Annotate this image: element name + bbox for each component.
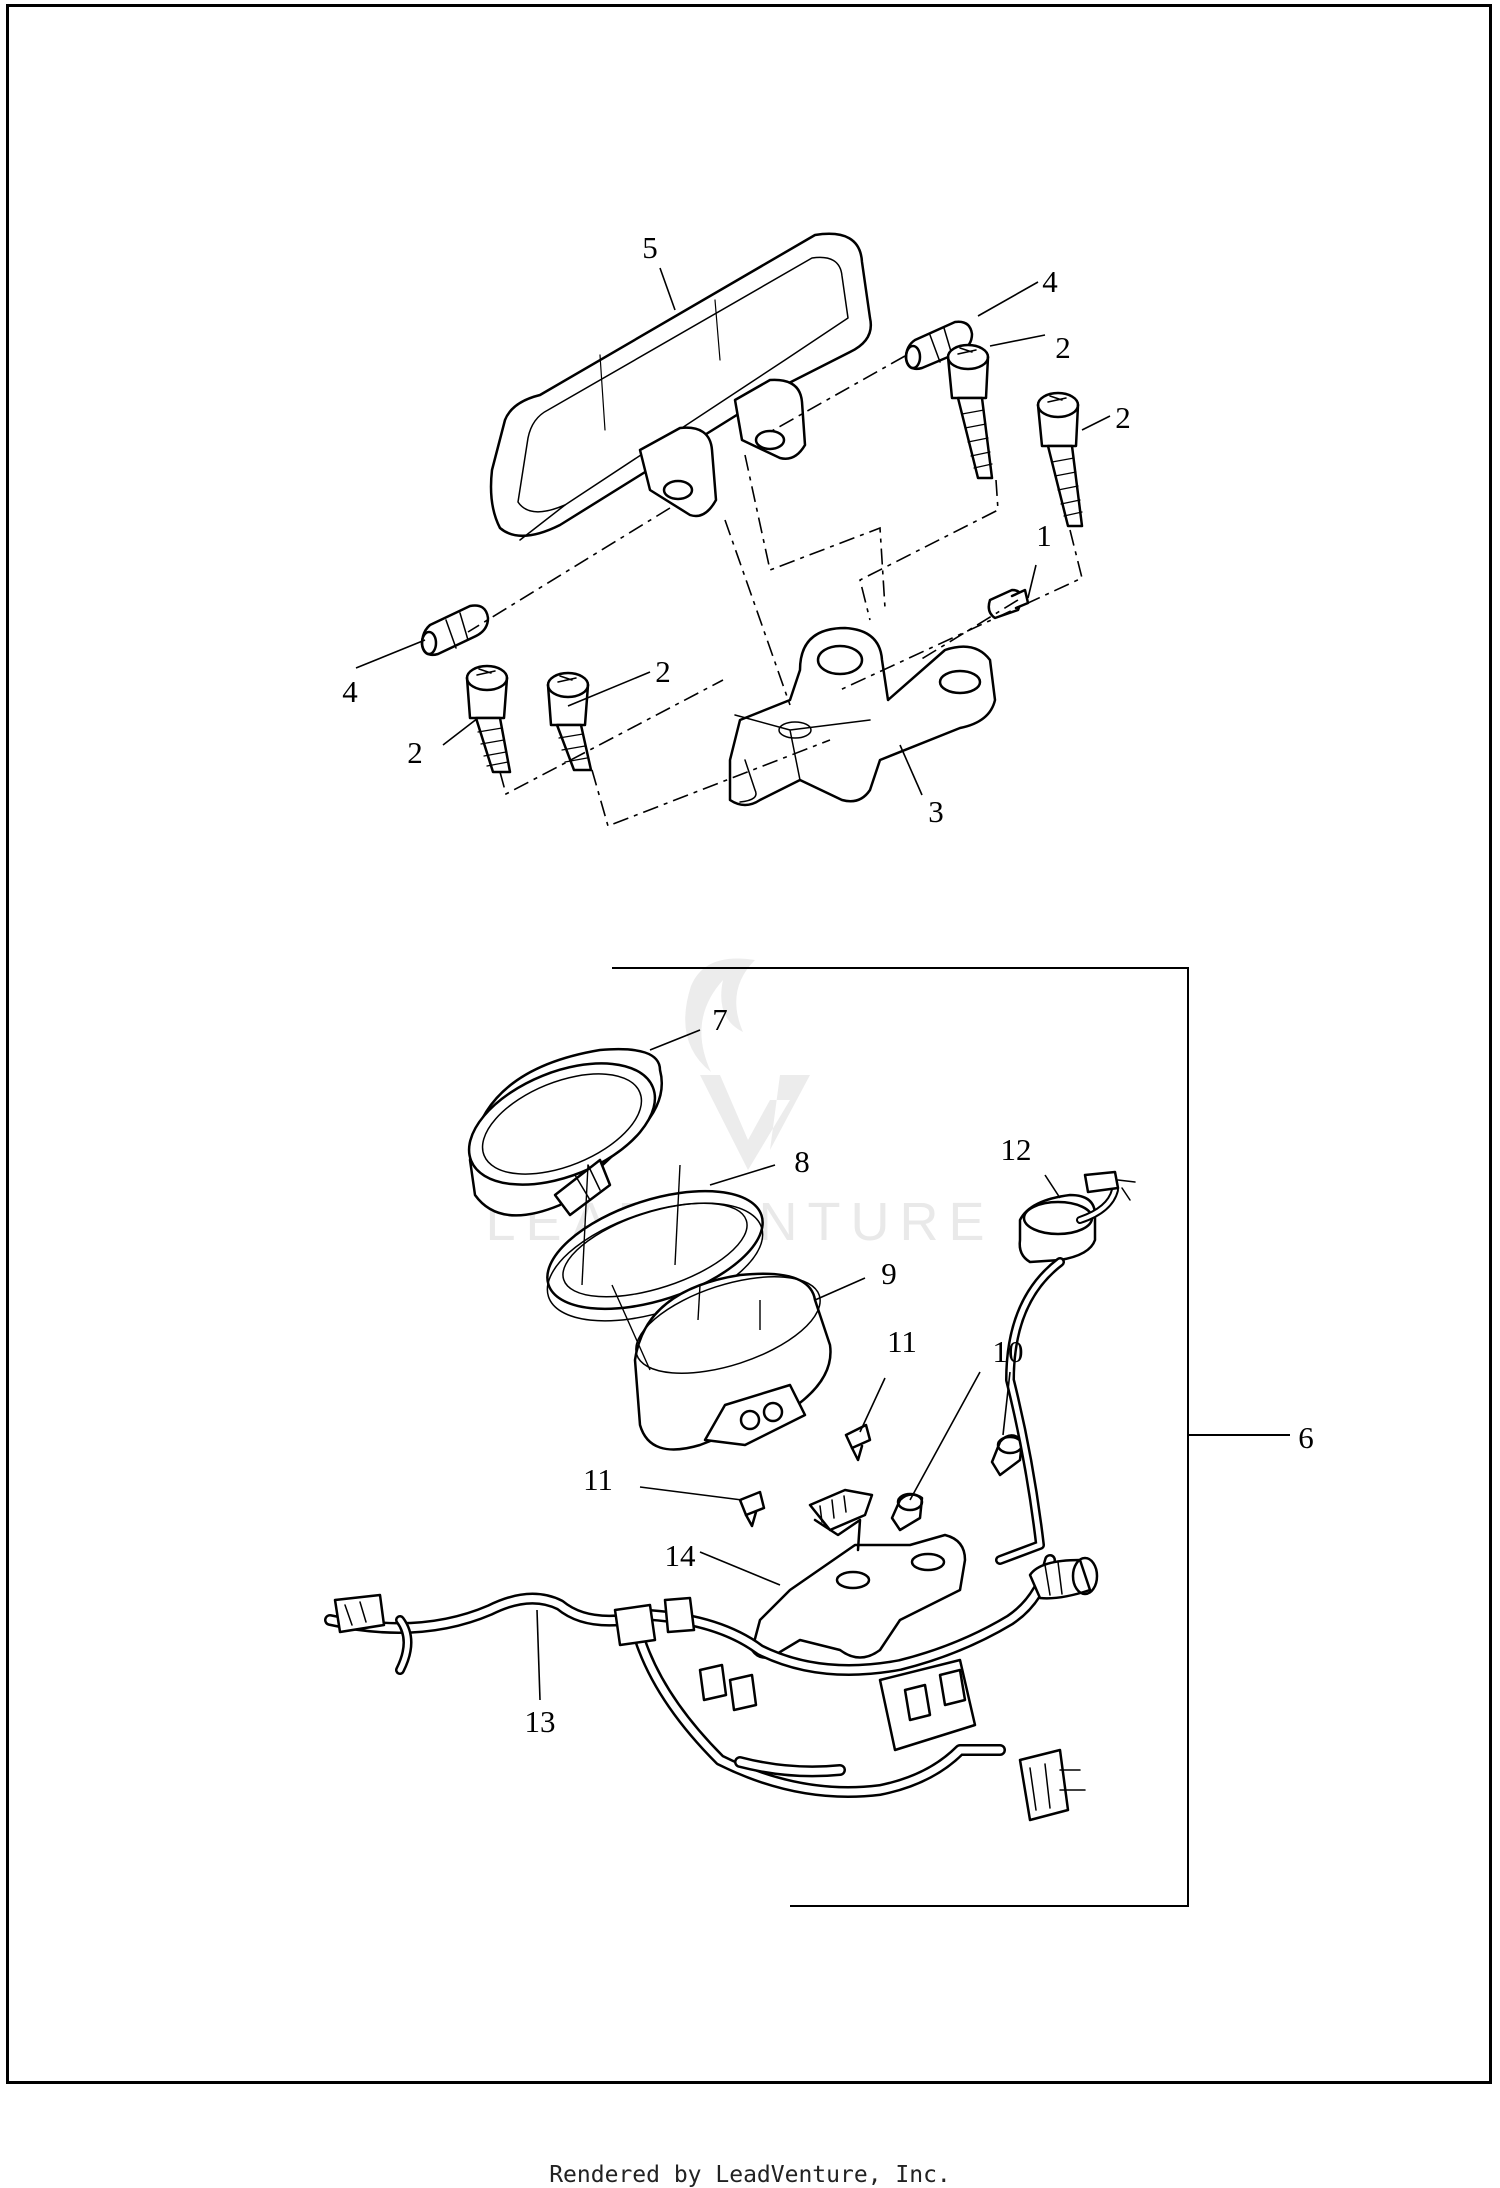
screw-part-lower-b xyxy=(546,671,593,772)
callout-2-b: 2 xyxy=(1115,400,1131,435)
callout-2-a: 2 xyxy=(1055,330,1071,365)
callout-10: 10 xyxy=(993,1334,1024,1369)
callout-1: 1 xyxy=(1036,518,1052,553)
spacer-part-10a xyxy=(990,1434,1024,1477)
callouts: 1 2 2 2 2 3 4 4 5 6 7 8 9 10 11 11 12 13… xyxy=(342,230,1314,1739)
callout-2-c: 2 xyxy=(655,654,671,689)
alignment-lines-top xyxy=(467,355,1083,828)
callout-14: 14 xyxy=(665,1538,697,1573)
callout-2-d: 2 xyxy=(407,735,423,770)
small-screw-part-11a xyxy=(844,1423,872,1462)
callout-5: 5 xyxy=(642,230,658,265)
watermark-v-icon xyxy=(700,1075,810,1170)
grommet-part-12 xyxy=(1018,1193,1097,1264)
footer-credit: Rendered by LeadVenture, Inc. xyxy=(549,2162,951,2188)
callout-3: 3 xyxy=(928,794,944,829)
assembly-bracket-6 xyxy=(612,967,1290,1907)
callout-9: 9 xyxy=(881,1256,897,1291)
screw-part-upper-a xyxy=(946,343,994,480)
screw-part-upper-b xyxy=(1036,391,1084,528)
leader-lines xyxy=(355,267,1111,1701)
small-screw-part xyxy=(987,588,1030,620)
grommet-part-lower xyxy=(420,604,490,657)
callout-7: 7 xyxy=(712,1002,728,1037)
gauge-bezel-part xyxy=(467,1048,664,1217)
wire-harness-part xyxy=(324,1170,1136,1822)
callout-8: 8 xyxy=(794,1144,810,1179)
callout-11-a: 11 xyxy=(887,1324,917,1359)
alignment-lines-bottom xyxy=(581,1164,761,1371)
callout-13: 13 xyxy=(525,1704,556,1739)
small-screw-part-11b xyxy=(738,1490,766,1528)
callout-6: 6 xyxy=(1298,1420,1314,1455)
watermark-flame-icon xyxy=(685,958,755,1072)
spacer-part-10b xyxy=(890,1492,924,1532)
screw-part-lower-a xyxy=(465,664,512,774)
callout-4-a: 4 xyxy=(1042,264,1058,299)
diagram-frame xyxy=(6,4,1492,2084)
display-housing-part xyxy=(489,232,873,541)
callout-12: 12 xyxy=(1001,1132,1032,1167)
mounting-bracket-part xyxy=(728,626,997,807)
gauge-mount-base-part xyxy=(750,1488,967,1659)
callout-11-b: 11 xyxy=(583,1462,613,1497)
callout-4-b: 4 xyxy=(342,674,358,709)
